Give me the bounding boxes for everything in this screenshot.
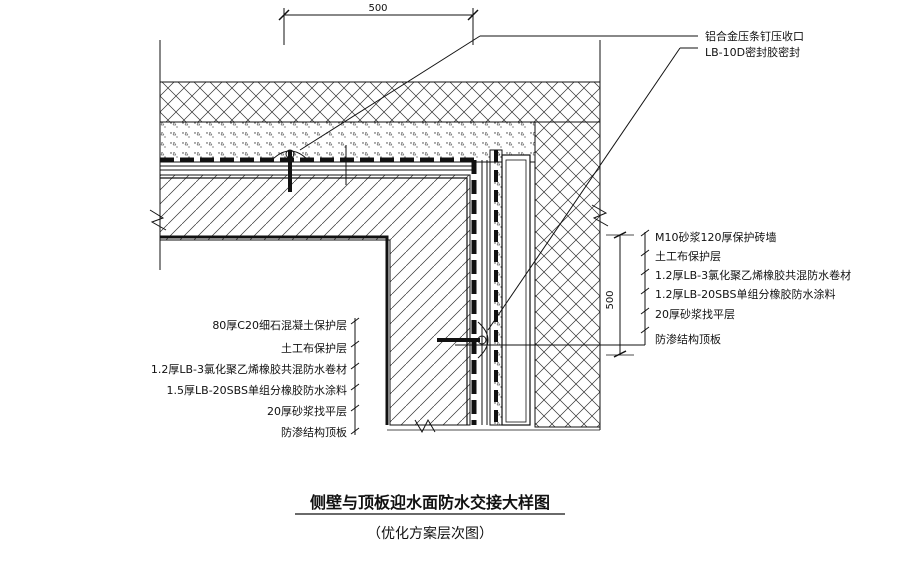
left-label-6: 防渗结构顶板 — [281, 425, 347, 439]
right-label-4: 1.2厚LB-20SBS单组分橡胶防水涂料 — [655, 287, 835, 301]
right-dimension-value: 500 — [605, 290, 616, 309]
drawing-subtitle: （优化方案层次图） — [367, 525, 493, 542]
drawing-title-block: 侧壁与顶板迎水面防水交接大样图 （优化方案层次图） — [295, 493, 565, 542]
right-label-leaders — [455, 229, 650, 346]
wall-protection-brick — [501, 154, 531, 426]
roof-soil-layer — [159, 81, 601, 123]
roof-waterproof-membrane — [160, 157, 475, 171]
left-label-1: 80厚C20细石混凝土保护层 — [212, 318, 347, 332]
right-label-3: 1.2厚LB-3氯化聚乙烯橡胶共混防水卷材 — [655, 268, 851, 282]
left-label-3: 1.2厚LB-3氯化聚乙烯橡胶共混防水卷材 — [151, 362, 347, 376]
right-label-6: 防渗结构顶板 — [655, 332, 721, 346]
top-joint-detail — [271, 145, 347, 192]
top-annotation: 铝合金压条钉压收口 LB-10D密封胶密封 — [299, 29, 804, 331]
top-dimension: 500 — [278, 3, 479, 45]
wall-joint-detail — [437, 321, 489, 359]
annotation-line-2: LB-10D密封胶密封 — [705, 45, 800, 59]
right-labels: M10砂浆120厚保护砖墙 土工布保护层 1.2厚LB-3氯化聚乙烯橡胶共混防水… — [655, 230, 851, 346]
left-label-leaders — [350, 317, 360, 435]
annotation-line-1: 铝合金压条钉压收口 — [705, 29, 804, 43]
left-labels: 80厚C20细石混凝土保护层 土工布保护层 1.2厚LB-3氯化聚乙烯橡胶共混防… — [151, 318, 347, 439]
break-lines — [149, 40, 609, 434]
protection-brick-wall — [534, 121, 601, 428]
wall-waterproof-layers — [471, 160, 488, 425]
top-dimension-value: 500 — [368, 3, 387, 14]
right-dimension: 500 — [605, 231, 634, 358]
right-label-1: M10砂浆120厚保护砖墙 — [655, 230, 776, 244]
drawing-title: 侧壁与顶板迎水面防水交接大样图 — [310, 493, 550, 512]
right-label-2: 土工布保护层 — [655, 249, 721, 263]
wall-membrane-dashed — [489, 149, 503, 426]
left-label-4: 1.5厚LB-20SBS单组分橡胶防水涂料 — [167, 383, 347, 397]
left-label-5: 20厚砂浆找平层 — [267, 404, 347, 418]
right-label-5: 20厚砂浆找平层 — [655, 307, 735, 321]
roof-concrete-protection — [159, 121, 536, 163]
left-label-2: 土工布保护层 — [281, 341, 347, 355]
